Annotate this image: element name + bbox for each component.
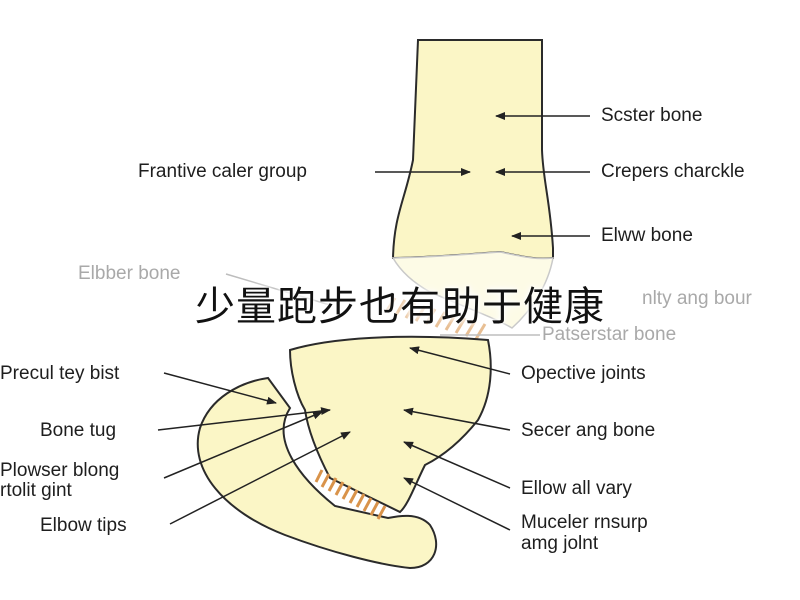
upper-bone-faded-end: [391, 251, 554, 329]
label-scster-bone: Scster bone: [601, 105, 703, 126]
label-frantive-caler-group: Frantive caler group: [138, 161, 307, 182]
label-ellow-all-vary: Ellow all vary: [521, 478, 632, 499]
main-lower-bone: [288, 335, 492, 514]
joint-cartilage: [314, 469, 387, 520]
label-elbow-tips: Elbow tips: [40, 515, 127, 536]
label-elww-bone: Elww bone: [601, 225, 693, 246]
label-nlty-ang-bour: nlty ang bour: [642, 288, 752, 309]
right-leader-arrows: [403, 112, 590, 531]
label-crepers-charckle: Crepers charckle: [601, 161, 745, 182]
left-leader-arrows: [157, 168, 471, 525]
middle-cartilage: [384, 297, 487, 340]
faded-leader-arrows: [225, 273, 540, 336]
label-muceler-rnsurp: Muceler rnsurp: [521, 512, 648, 533]
label-bone-tug: Bone tug: [40, 420, 117, 441]
label-precul-tey-bist: Precul tey bist: [0, 363, 120, 384]
label-opective-joints: Opective joints: [521, 363, 646, 384]
upper-bone-shaft: [391, 39, 554, 260]
label-amg-jolnt: amg jolnt: [521, 533, 599, 554]
label-patserstar-bone: Patserstar bone: [542, 324, 677, 345]
label-secer-ang-bone: Secer ang bone: [521, 420, 656, 441]
label-plowser-blong: Plowser blong: [0, 460, 120, 481]
label-rtolit-gint: rtolit gint: [0, 480, 72, 501]
curved-lower-bone: [196, 376, 438, 570]
label-elbber-bone: Elbber bone: [78, 263, 181, 284]
overlay-banner-text: 少量跑步也有助于健康: [195, 284, 605, 330]
